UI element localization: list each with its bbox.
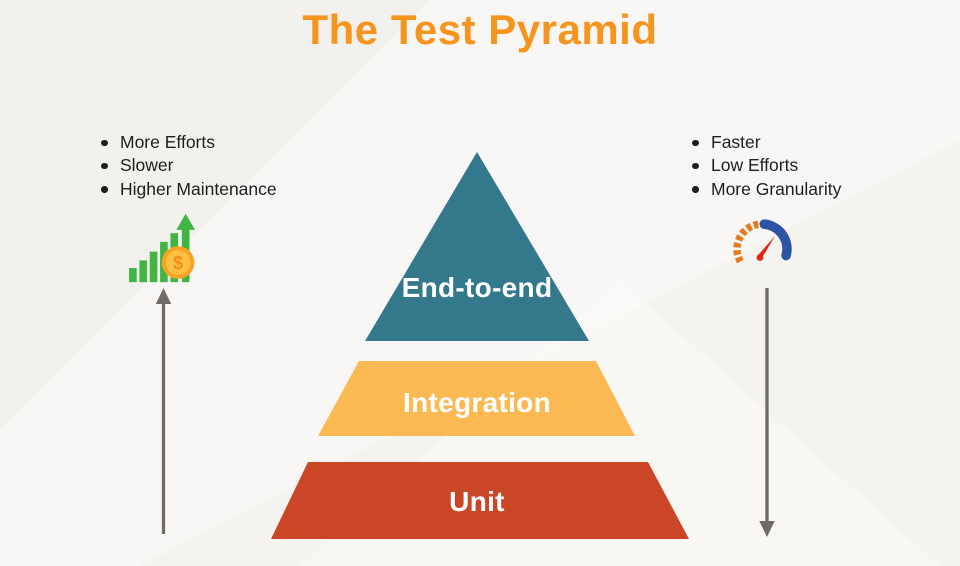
gauge-arc-orange xyxy=(733,220,761,264)
right-down-arrow xyxy=(759,288,775,537)
page-title: The Test Pyramid xyxy=(302,6,658,53)
gauge-arc-blue xyxy=(759,219,792,261)
list-item: More Granularity xyxy=(690,178,841,201)
pyramid-level-end-to-end xyxy=(365,152,589,341)
pyramid-level-unit xyxy=(271,462,689,539)
up-arrow-head xyxy=(155,288,172,304)
right-bullet-list: Faster Low Efforts More Granularity xyxy=(690,131,841,201)
list-item: More Efforts xyxy=(99,131,277,154)
bar xyxy=(149,251,158,283)
level-label-end-to-end: End-to-end xyxy=(402,272,553,303)
left-up-arrow xyxy=(155,288,172,534)
coin-inner xyxy=(165,250,191,275)
growth-arrow-head xyxy=(176,213,195,230)
gauge-needle-pivot xyxy=(756,254,764,261)
list-item: Higher Maintenance xyxy=(99,178,277,201)
right-bullet-items: Faster Low Efforts More Granularity xyxy=(690,131,841,201)
dollar-coin-icon: $ xyxy=(161,246,195,279)
speedometer-icon xyxy=(733,219,792,264)
list-item: Faster xyxy=(690,131,841,154)
bar xyxy=(129,268,137,283)
list-item: Low Efforts xyxy=(690,154,841,177)
growth-chart-coin-icon: $ xyxy=(129,213,195,283)
level-label-unit: Unit xyxy=(449,486,505,517)
gauge-needle xyxy=(757,236,775,259)
left-bullet-list: More Efforts Slower Higher Maintenance xyxy=(99,131,277,201)
left-bullet-items: More Efforts Slower Higher Maintenance xyxy=(99,131,277,201)
dollar-symbol: $ xyxy=(173,252,184,273)
bar xyxy=(139,260,148,283)
list-item: Slower xyxy=(99,154,277,177)
pyramid-level-integration xyxy=(318,361,635,436)
level-label-integration: Integration xyxy=(403,387,551,418)
down-arrow-head xyxy=(759,521,775,537)
